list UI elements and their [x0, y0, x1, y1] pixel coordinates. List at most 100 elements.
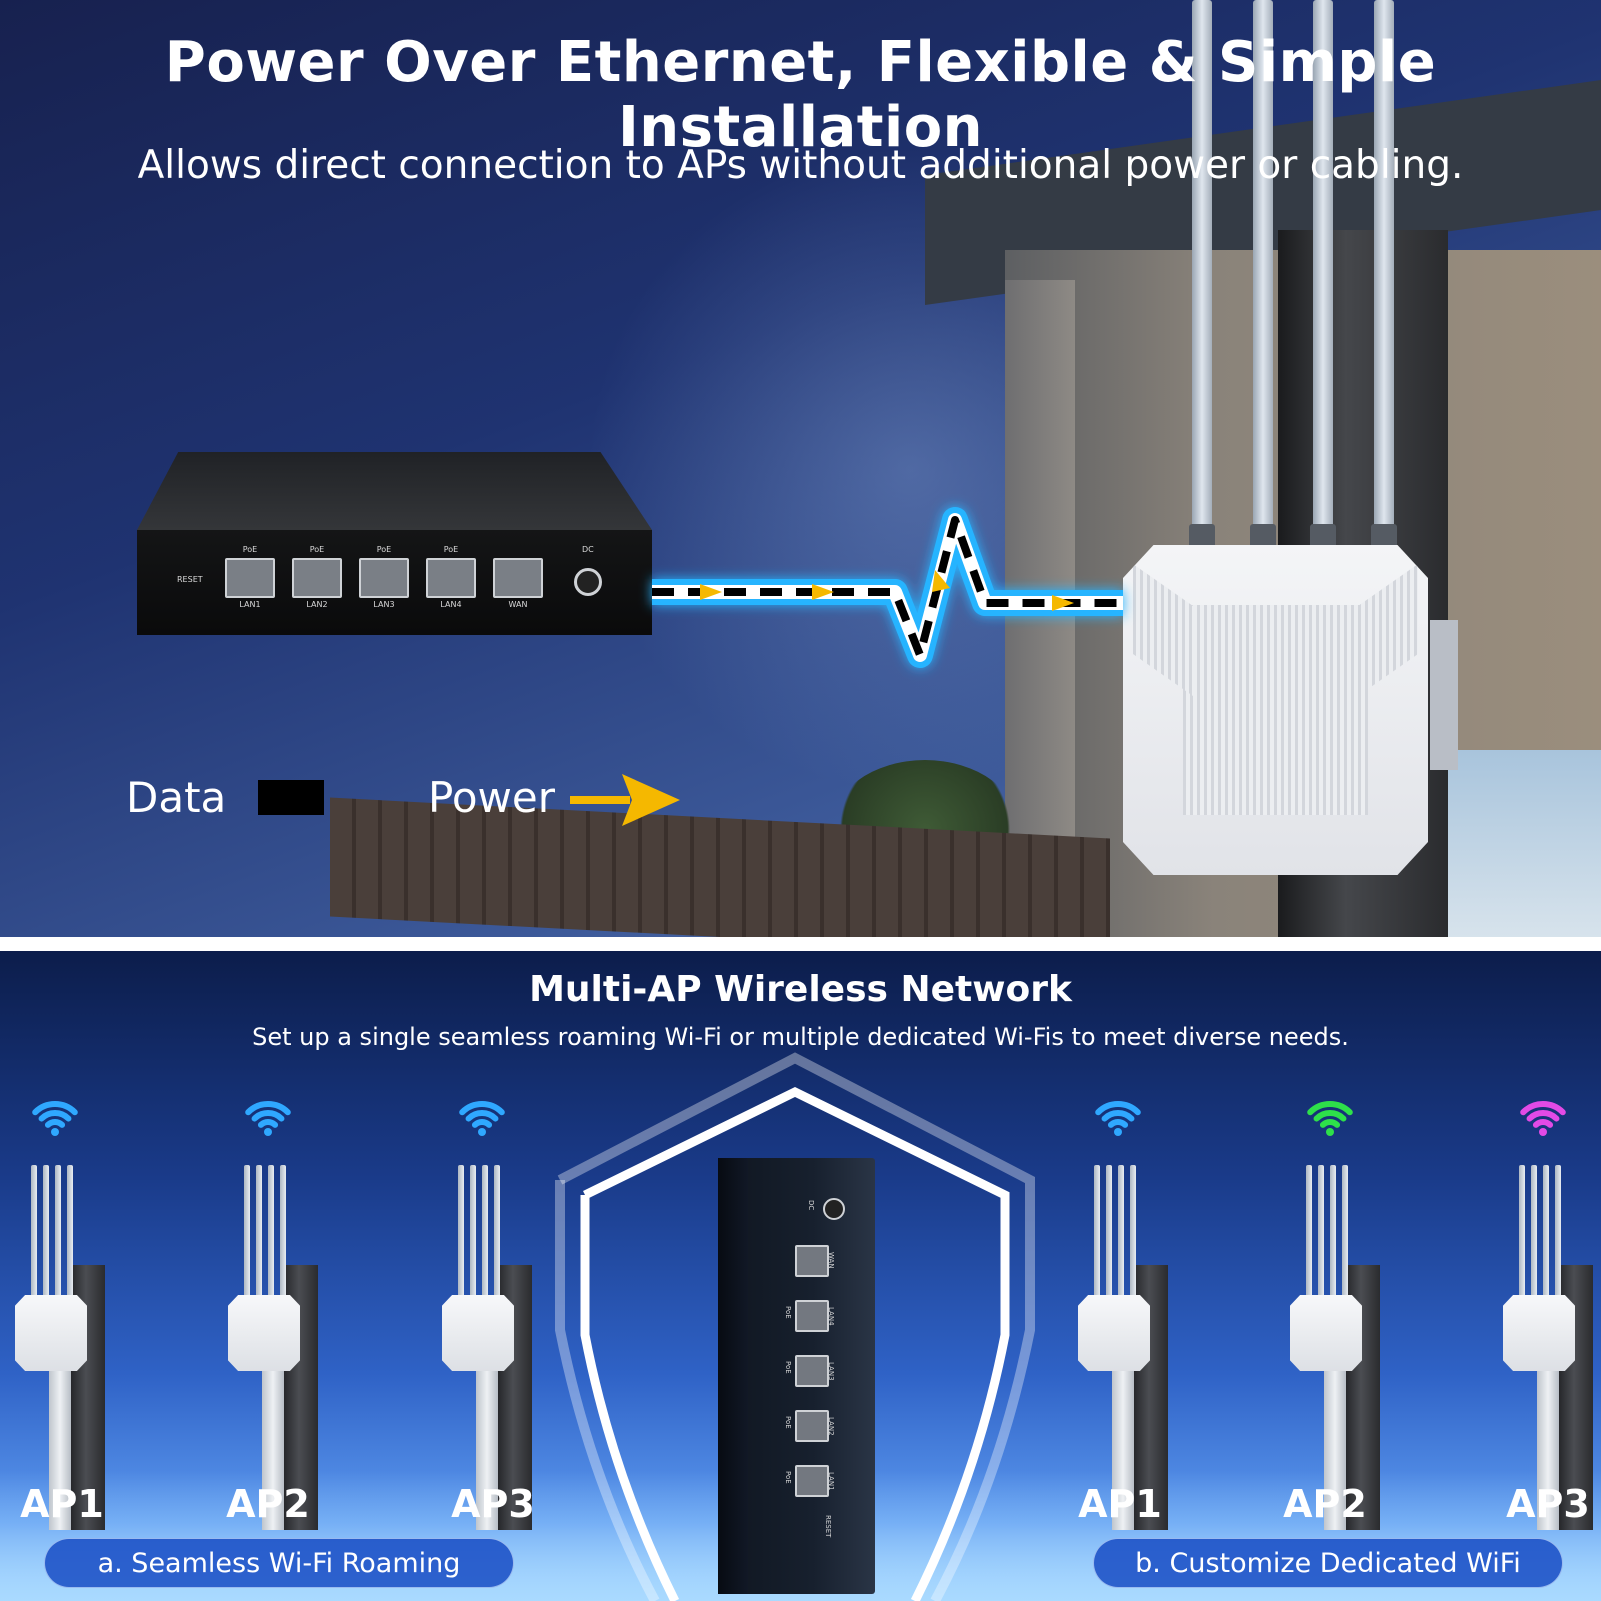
port-label: LAN3 [373, 600, 395, 609]
dc-label: DC [582, 545, 594, 554]
antenna [67, 1165, 73, 1305]
legend-power-arrow-icon [570, 774, 680, 826]
wifi-dot [51, 1128, 59, 1136]
ap-body [442, 1295, 514, 1371]
port-label: LAN2 [306, 600, 328, 609]
ethernet-port [795, 1410, 829, 1442]
wifi-arc [1107, 1119, 1129, 1128]
wan-port [795, 1245, 829, 1277]
poe-switch-top [137, 452, 652, 530]
cable-pipe [49, 1365, 71, 1530]
antenna [256, 1165, 262, 1305]
wifi-arc [1526, 1110, 1560, 1122]
wifi-icon [1095, 1101, 1141, 1136]
dc-label: DC [807, 1200, 815, 1211]
antenna [1555, 1165, 1561, 1305]
port-label: WAN [827, 1252, 835, 1269]
dc-power-jack [574, 568, 602, 596]
antenna [1253, 0, 1273, 545]
dedicated-caption: b. Customize Dedicated WiFi [1135, 1547, 1521, 1579]
mini-access-point [1290, 1165, 1400, 1601]
wifi-arc [459, 1101, 505, 1116]
ap-label: AP1 [20, 1482, 104, 1526]
cable-pipe [262, 1365, 284, 1530]
wifi-arc [1532, 1119, 1554, 1128]
wifi-dot [1539, 1128, 1547, 1136]
antenna [1531, 1165, 1537, 1305]
wifi-icon [32, 1101, 78, 1136]
wifi-arc [257, 1119, 279, 1128]
antenna [1094, 1165, 1100, 1305]
wifi-arc [44, 1119, 66, 1128]
mini-access-point [228, 1165, 338, 1601]
poe-label: PoE [376, 545, 392, 554]
poe-cable [652, 507, 1123, 668]
reset-label: RESET [824, 1515, 832, 1538]
ap-body [15, 1295, 87, 1371]
power-arrow-icon [812, 584, 834, 600]
ethernet-port [225, 558, 275, 598]
panel-divider [0, 937, 1601, 951]
outdoor-access-point [1123, 545, 1428, 875]
wifi-icon [1307, 1101, 1353, 1136]
port-label: LAN1 [827, 1472, 835, 1491]
wifi-icon [1520, 1101, 1566, 1136]
antenna [1106, 1165, 1112, 1305]
wifi-arc [1319, 1119, 1341, 1128]
antenna [1318, 1165, 1324, 1305]
ap-label: AP3 [451, 1482, 535, 1526]
wifi-dot [1114, 1128, 1122, 1136]
roaming-caption: a. Seamless Wi-Fi Roaming [97, 1547, 461, 1579]
power-arrow-icon [1052, 595, 1074, 611]
antenna [244, 1165, 250, 1305]
wifi-arc [1313, 1110, 1347, 1122]
ethernet-port [795, 1355, 829, 1387]
ap-label: AP1 [1078, 1482, 1162, 1526]
antenna [1519, 1165, 1525, 1305]
ap-body [1503, 1295, 1575, 1371]
cable-pipe [1537, 1365, 1559, 1530]
poe-label: PoE [784, 1471, 792, 1484]
power-flow-arrows [700, 570, 1074, 611]
mini-access-point [442, 1165, 552, 1601]
legend-power-label: Power [428, 773, 555, 822]
antenna [31, 1165, 37, 1305]
poe-label: PoE [784, 1306, 792, 1319]
wifi-arc [32, 1101, 78, 1116]
wifi-arc [1101, 1110, 1135, 1122]
poe-label: PoE [784, 1416, 792, 1429]
ethernet-port [359, 558, 409, 598]
antenna [1306, 1165, 1312, 1305]
ap-body [1290, 1295, 1362, 1371]
cable-pipe [476, 1365, 498, 1530]
ethernet-port [292, 558, 342, 598]
wifi-arc [1307, 1101, 1353, 1116]
power-arrow-icon [700, 584, 722, 600]
poe-switch: RESET PoE LAN1 PoE LAN2 PoE LAN3 PoE LAN… [137, 530, 652, 635]
wifi-dot [264, 1128, 272, 1136]
poe-label: PoE [443, 545, 459, 554]
antenna [458, 1165, 464, 1305]
ap-label: AP2 [1283, 1482, 1367, 1526]
ap-rib-texture [1183, 605, 1368, 815]
ap-label: AP2 [226, 1482, 310, 1526]
antenna [43, 1165, 49, 1305]
ap-body [228, 1295, 300, 1371]
antenna [470, 1165, 476, 1305]
port-label: LAN4 [440, 600, 462, 609]
wifi-dot [478, 1128, 486, 1136]
page-title: Power Over Ethernet, Flexible & Simple I… [164, 30, 1437, 160]
port-label: LAN4 [827, 1307, 835, 1326]
wifi-arc [465, 1110, 499, 1122]
port-label: LAN2 [827, 1417, 835, 1436]
wifi-arc [1520, 1101, 1566, 1116]
roaming-caption-pill: a. Seamless Wi-Fi Roaming [44, 1538, 514, 1588]
antenna [1192, 0, 1212, 545]
wifi-icon [245, 1101, 291, 1136]
antenna [1130, 1165, 1136, 1305]
antenna [1374, 0, 1394, 545]
port-label: WAN [508, 600, 528, 609]
reset-label: RESET [177, 575, 203, 584]
wifi-arc [251, 1110, 285, 1122]
antenna [1313, 0, 1333, 545]
